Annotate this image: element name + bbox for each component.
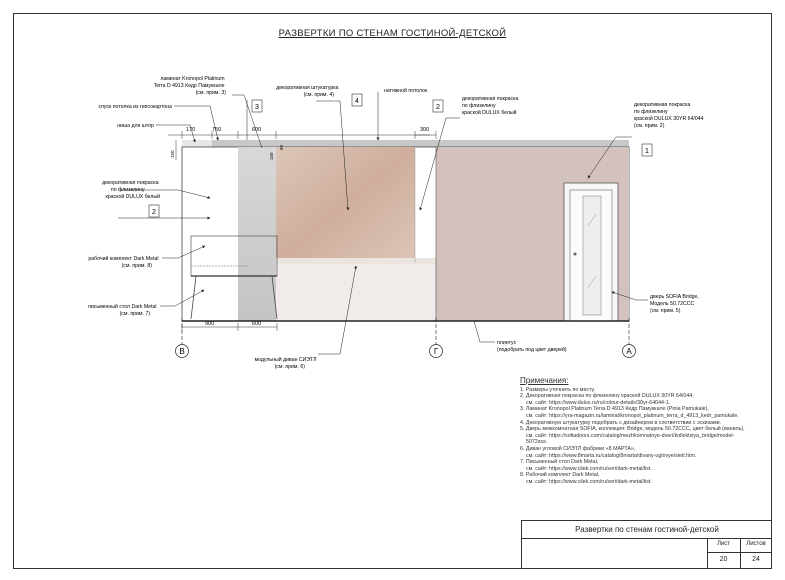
- annotation-door: дверь SOFIA Bridge, Модель 50.72ССС (см.…: [650, 294, 700, 314]
- callout-box: [148, 204, 160, 218]
- annotation-work-set: рабочий комплект Dark Metal (см. прим. 8…: [88, 255, 160, 269]
- door-glass-reflection: [587, 213, 597, 227]
- sofa: [276, 262, 436, 321]
- annotation-desk: письменный стол Dark Metal (см. прим. 7): [88, 303, 158, 317]
- title-block: Развертки по стенам гостиной-детской Лис…: [521, 520, 772, 569]
- sheet-frame: [13, 13, 772, 569]
- dimension-text: 600: [252, 127, 261, 133]
- door-glass-reflection: [587, 275, 597, 289]
- note-item: 7. Письменный стол Dark Metal,см. сайт: …: [520, 459, 652, 472]
- notes-heading: Примечания:: [520, 376, 569, 385]
- desk-leg: [271, 275, 278, 320]
- sheet-label: Лист: [716, 541, 731, 547]
- annotation-plaster: декоративная штукатурка (см. прим. 4): [276, 85, 340, 98]
- note-item: 5. Дверь межкомнатная SOFIA, коллекция: …: [520, 426, 745, 446]
- callout-number: 2: [436, 104, 440, 111]
- annotation-sofa: модульный диван СИЭТЛ (см. прим. 6): [255, 356, 318, 370]
- annotation-curtain-niche: ниша для штор: [117, 123, 154, 129]
- callout-box: [351, 93, 363, 107]
- callout-box: [432, 99, 444, 113]
- axis-marker: [429, 344, 443, 358]
- dimension-text: 90: [279, 144, 284, 150]
- title-block-title: Развертки по стенам гостиной-детской: [522, 521, 772, 539]
- callout-box: [251, 99, 263, 113]
- notes-block: Примечания: 1. Размеры уточнить по месту…: [520, 376, 765, 486]
- sheets-total: 24: [752, 556, 760, 563]
- note-item: 3. Ламинат Kronopol Platinum Terra D 491…: [520, 406, 739, 419]
- note-item: 1. Размеры уточнить по месту.: [520, 386, 596, 393]
- annotation-ceiling-drop: спуск потолка из гипсокартона: [99, 104, 173, 110]
- page-title: РАЗВЕРТКИ ПО СТЕНАМ ГОСТИНОЙ-ДЕТСКОЙ: [278, 28, 507, 39]
- axis-label: А: [626, 347, 632, 356]
- door-glass: [582, 195, 602, 316]
- callout-number: 2: [152, 209, 156, 216]
- annotation-stretch-ceiling: натяжной потолок: [384, 87, 428, 94]
- note-item: 2. Декоративная покраска по флизелину кр…: [520, 393, 694, 406]
- axis-marker: [175, 344, 189, 358]
- note-item: 6. Диван угловой СИЭТЛ фабрики «8 МАРТА»…: [520, 445, 697, 459]
- axis-marker: [622, 344, 636, 358]
- callout-number: 1: [645, 148, 649, 155]
- annotation-baseboard: плинтус (подобрать под цвет дверей): [497, 340, 567, 353]
- axis-label: В: [179, 347, 184, 356]
- dimension-text: 900: [205, 321, 214, 327]
- callout-number: 4: [355, 98, 359, 105]
- dimension-text: 150: [269, 152, 274, 160]
- sofa-cushion: [276, 258, 436, 264]
- annotation-laminate: ламинат Kronopol Platinum Terra D 4913 К…: [154, 76, 227, 96]
- dimension-text: 150: [170, 150, 175, 158]
- annotation-paint-left: декоративная покраска по флизелину краск…: [102, 180, 160, 200]
- sheets-label: Листов: [746, 541, 766, 547]
- sheet-number: 20: [719, 556, 728, 563]
- dimension-text: 750: [212, 127, 221, 133]
- dimension-text: 170: [186, 127, 195, 133]
- annotation-paint-center: декоративная покраска по флизелину краск…: [462, 96, 520, 116]
- ceiling-drop: [182, 140, 212, 147]
- door-handle: [573, 252, 577, 256]
- callout-number: 3: [255, 104, 259, 111]
- laminate-panel: [238, 147, 276, 321]
- ceiling-band: [182, 140, 629, 147]
- note-item: 8. Рабочий комплект Dark Metal,см. сайт:…: [520, 472, 652, 485]
- callout-box: [641, 143, 653, 157]
- note-item: 4. Декоративную штукатурку подобрать с д…: [520, 419, 722, 426]
- dimension-text: 300: [420, 127, 429, 133]
- axis-label: Г: [434, 347, 439, 356]
- desk-leg: [190, 275, 197, 320]
- dimension-text: 600: [252, 321, 261, 327]
- plaster-panel: [276, 147, 415, 262]
- annotation-paint-right: декоративная покраска по флизелину краск…: [634, 102, 705, 129]
